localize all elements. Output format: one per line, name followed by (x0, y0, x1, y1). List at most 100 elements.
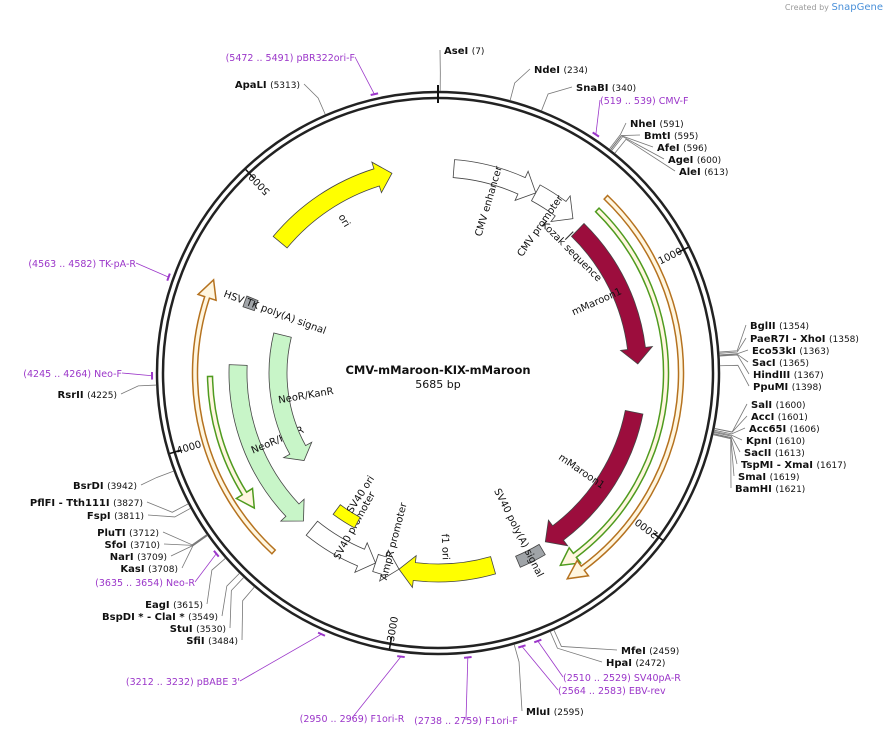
primer-label: (3212 .. 3232) pBABE 3' (126, 677, 240, 688)
site-leader-group (120, 49, 750, 712)
restriction-site: SfoI (3710) (104, 540, 160, 551)
primer-mark (317, 631, 326, 637)
restriction-site: NheI (591) (630, 119, 684, 130)
orf-group (191, 194, 685, 580)
sv40-promoter-feature (305, 520, 377, 574)
sv40-ori-feature (332, 504, 361, 529)
restriction-site: SnaBI (340) (576, 83, 636, 94)
site-leader (719, 349, 749, 356)
site-leader (549, 631, 603, 663)
cmv-promoter-feature (530, 184, 574, 223)
site-name: BspDI * - ClaI * (102, 612, 188, 623)
site-name: SacII (744, 448, 775, 459)
restriction-site: AleI (613) (679, 167, 728, 178)
site-leader (146, 501, 189, 513)
restriction-site: RsrII (4225) (58, 390, 117, 401)
primer-label: (2564 .. 2583) EBV-rev (558, 686, 666, 697)
site-name: NdeI (534, 65, 564, 76)
primer-name: F1ori-F (485, 716, 518, 727)
site-name: TspMI - XmaI (741, 460, 816, 471)
site-name: BmtI (644, 131, 674, 142)
tick-mark (388, 636, 393, 649)
restriction-site: AgeI (600) (668, 155, 721, 166)
site-leader (221, 573, 240, 617)
restriction-site: SacI (1365) (752, 358, 809, 369)
primer-label: (3635 .. 3654) Neo-R (95, 578, 195, 589)
site-leader (206, 558, 226, 605)
site-position: (7) (472, 47, 485, 57)
restriction-site: KpnI (1610) (746, 436, 805, 447)
site-position: (591) (659, 120, 683, 130)
restriction-site: EagI (3615) (145, 600, 203, 611)
kozak-mark (564, 231, 574, 241)
site-position: (340) (612, 84, 636, 94)
tick-label: 4000 (175, 439, 203, 457)
restriction-site: TspMI - XmaI (1617) (741, 460, 846, 471)
feature-label: f1 ori (439, 534, 451, 561)
site-leader (229, 577, 245, 629)
site-label-group: AseI (7)NdeI (234)SnaBI (340)NheI (591)B… (30, 46, 859, 718)
tick-mark (245, 168, 255, 179)
plasmid-length: 5685 bp (415, 378, 460, 391)
feature-label: HSV TK poly(A) signal (222, 289, 327, 337)
primer-label: (5472 .. 5491) pBR322ori-F (226, 53, 355, 64)
primer-leader (595, 99, 601, 135)
site-name: AseI (444, 46, 472, 57)
site-leader (541, 86, 573, 111)
site-position: (1606) (790, 425, 820, 435)
site-leader (719, 364, 750, 387)
site-leader (120, 384, 157, 395)
site-name: RsrII (58, 390, 88, 401)
primer-name: EBV-rev (629, 686, 666, 697)
site-position: (3708) (148, 565, 178, 575)
site-leader (614, 138, 676, 172)
credit-prefix: Created by (784, 3, 829, 12)
restriction-site: ApaLI (5313) (235, 80, 300, 91)
site-name: SfoI (104, 540, 130, 551)
restriction-site: BglII (1354) (750, 321, 809, 332)
site-leader (713, 433, 738, 465)
primer-mark (370, 92, 379, 97)
primer-name: CMV-F (659, 96, 689, 107)
site-position: (600) (697, 156, 721, 166)
site-position: (1601) (778, 413, 808, 423)
site-leader (714, 427, 746, 435)
restriction-site: AfeI (596) (657, 143, 707, 154)
restriction-site: StuI (3530) (170, 624, 226, 635)
orf-arrow (191, 278, 277, 555)
primer-leader (194, 553, 217, 583)
backbone-group (155, 85, 721, 656)
plasmid-name: CMV-mMaroon-KIX-mMaroon (345, 363, 530, 377)
snapgene-credit: Created by SnapGene (785, 2, 883, 13)
site-name: KasI (120, 564, 148, 575)
site-position: (1358) (829, 335, 859, 345)
site-name: NheI (630, 119, 659, 130)
orf-arrow (559, 207, 670, 567)
site-position: (3710) (130, 541, 160, 551)
restriction-site: MluI (2595) (526, 707, 584, 718)
primer-name: pBR322ori-F (296, 53, 355, 64)
site-leader (611, 136, 665, 160)
primer-range: (519 .. 539) (600, 96, 659, 107)
site-leader (241, 586, 255, 641)
orf-arrow (565, 194, 685, 580)
site-position: (3549) (188, 613, 218, 623)
primer-mark (592, 131, 600, 138)
primer-range: (5472 .. 5491) (226, 53, 297, 64)
site-name: SmaI (738, 472, 770, 483)
restriction-site: FspI (3811) (87, 511, 144, 522)
restriction-site: SmaI (1619) (738, 472, 800, 483)
ori-feature (272, 161, 393, 249)
restriction-site: BsrDI (3942) (73, 481, 137, 492)
site-leader (181, 535, 208, 569)
primer-mark (397, 655, 405, 659)
primer-name: SV40pA-R (634, 673, 681, 684)
site-leader (147, 507, 191, 518)
snapgene-brand: SnapGene (831, 2, 883, 13)
site-name: EagI (145, 600, 173, 611)
restriction-site: BspDI * - ClaI * (3549) (102, 612, 218, 623)
site-position: (1610) (775, 437, 805, 447)
site-leader (140, 470, 174, 486)
primer-label: (4245 .. 4264) Neo-F (23, 369, 122, 380)
